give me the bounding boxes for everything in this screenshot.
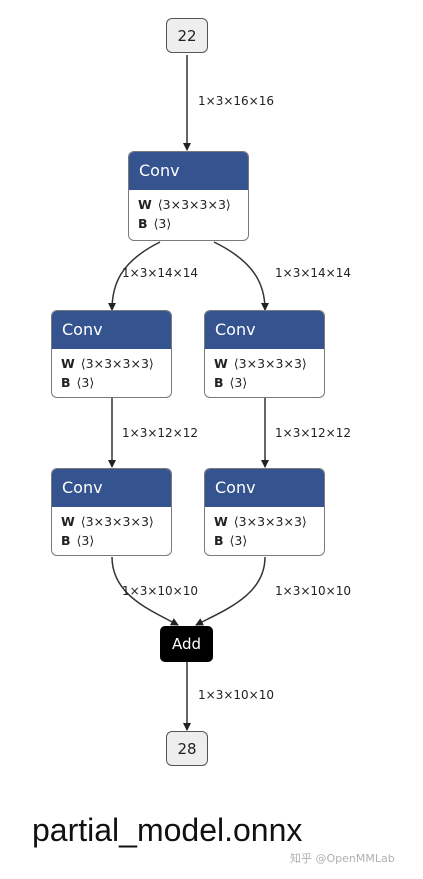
conv-node-left-middle[interactable]: Conv W ⟨3×3×3×3⟩ B ⟨3⟩ (51, 310, 172, 398)
conv-weight-row: W ⟨3×3×3×3⟩ (214, 512, 315, 531)
bias-label: B (214, 533, 224, 548)
caption-filename: partial_model.onnx (32, 812, 303, 848)
input-node-22[interactable]: 22 (166, 18, 208, 53)
edge-label-right-mid: 1×3×12×12 (275, 426, 351, 440)
add-node[interactable]: Add (160, 626, 213, 662)
weight-label: W (138, 197, 152, 212)
conv-bias-row: B ⟨3⟩ (61, 373, 162, 392)
edge-label-left-to-add: 1×3×10×10 (122, 584, 198, 598)
conv-node-top[interactable]: Conv W ⟨3×3×3×3⟩ B ⟨3⟩ (128, 151, 249, 241)
bias-shape: ⟨3⟩ (229, 375, 248, 390)
edge-left-to-add (111, 556, 179, 626)
edge-label-input-to-conv0: 1×3×16×16 (198, 94, 274, 108)
conv-bias-row: B ⟨3⟩ (138, 214, 239, 233)
conv-node-right-middle[interactable]: Conv W ⟨3×3×3×3⟩ B ⟨3⟩ (204, 310, 325, 398)
conv-node-left-bottom[interactable]: Conv W ⟨3×3×3×3⟩ B ⟨3⟩ (51, 468, 172, 556)
conv-bias-row: B ⟨3⟩ (214, 373, 315, 392)
weight-shape: ⟨3×3×3×3⟩ (233, 356, 307, 371)
conv-node-title: Conv (205, 311, 324, 349)
bias-shape: ⟨3⟩ (229, 533, 248, 548)
conv-node-title: Conv (52, 469, 171, 507)
weight-label: W (214, 356, 228, 371)
edge-label-add-to-output: 1×3×10×10 (198, 688, 274, 702)
bias-label: B (214, 375, 224, 390)
bias-shape: ⟨3⟩ (76, 375, 95, 390)
bias-shape: ⟨3⟩ (76, 533, 95, 548)
weight-shape: ⟨3×3×3×3⟩ (157, 197, 231, 212)
watermark: 知乎 @OpenMMLab (290, 852, 395, 865)
conv-bias-row: B ⟨3⟩ (214, 531, 315, 550)
conv-node-title: Conv (52, 311, 171, 349)
bias-label: B (138, 216, 148, 231)
conv-node-right-bottom[interactable]: Conv W ⟨3×3×3×3⟩ B ⟨3⟩ (204, 468, 325, 556)
edge-right-to-add (195, 556, 266, 626)
conv-bias-row: B ⟨3⟩ (61, 531, 162, 550)
weight-label: W (214, 514, 228, 529)
edge-conv0-to-left (108, 241, 161, 311)
conv-weight-row: W ⟨3×3×3×3⟩ (138, 195, 239, 214)
weight-shape: ⟨3×3×3×3⟩ (80, 514, 154, 529)
edge-label-conv0-to-right: 1×3×14×14 (275, 266, 351, 280)
conv-weight-row: W ⟨3×3×3×3⟩ (61, 354, 162, 373)
conv-node-title: Conv (205, 469, 324, 507)
bias-label: B (61, 533, 71, 548)
weight-shape: ⟨3×3×3×3⟩ (233, 514, 307, 529)
edge-label-right-to-add: 1×3×10×10 (275, 584, 351, 598)
edge-label-conv0-to-left: 1×3×14×14 (122, 266, 198, 280)
conv-node-title: Conv (129, 152, 248, 190)
edge-conv0-to-right (213, 241, 269, 311)
edge-label-left-mid: 1×3×12×12 (122, 426, 198, 440)
bias-shape: ⟨3⟩ (153, 216, 172, 231)
conv-weight-row: W ⟨3×3×3×3⟩ (214, 354, 315, 373)
bias-label: B (61, 375, 71, 390)
conv-weight-row: W ⟨3×3×3×3⟩ (61, 512, 162, 531)
weight-shape: ⟨3×3×3×3⟩ (80, 356, 154, 371)
weight-label: W (61, 514, 75, 529)
weight-label: W (61, 356, 75, 371)
output-node-28[interactable]: 28 (166, 731, 208, 766)
